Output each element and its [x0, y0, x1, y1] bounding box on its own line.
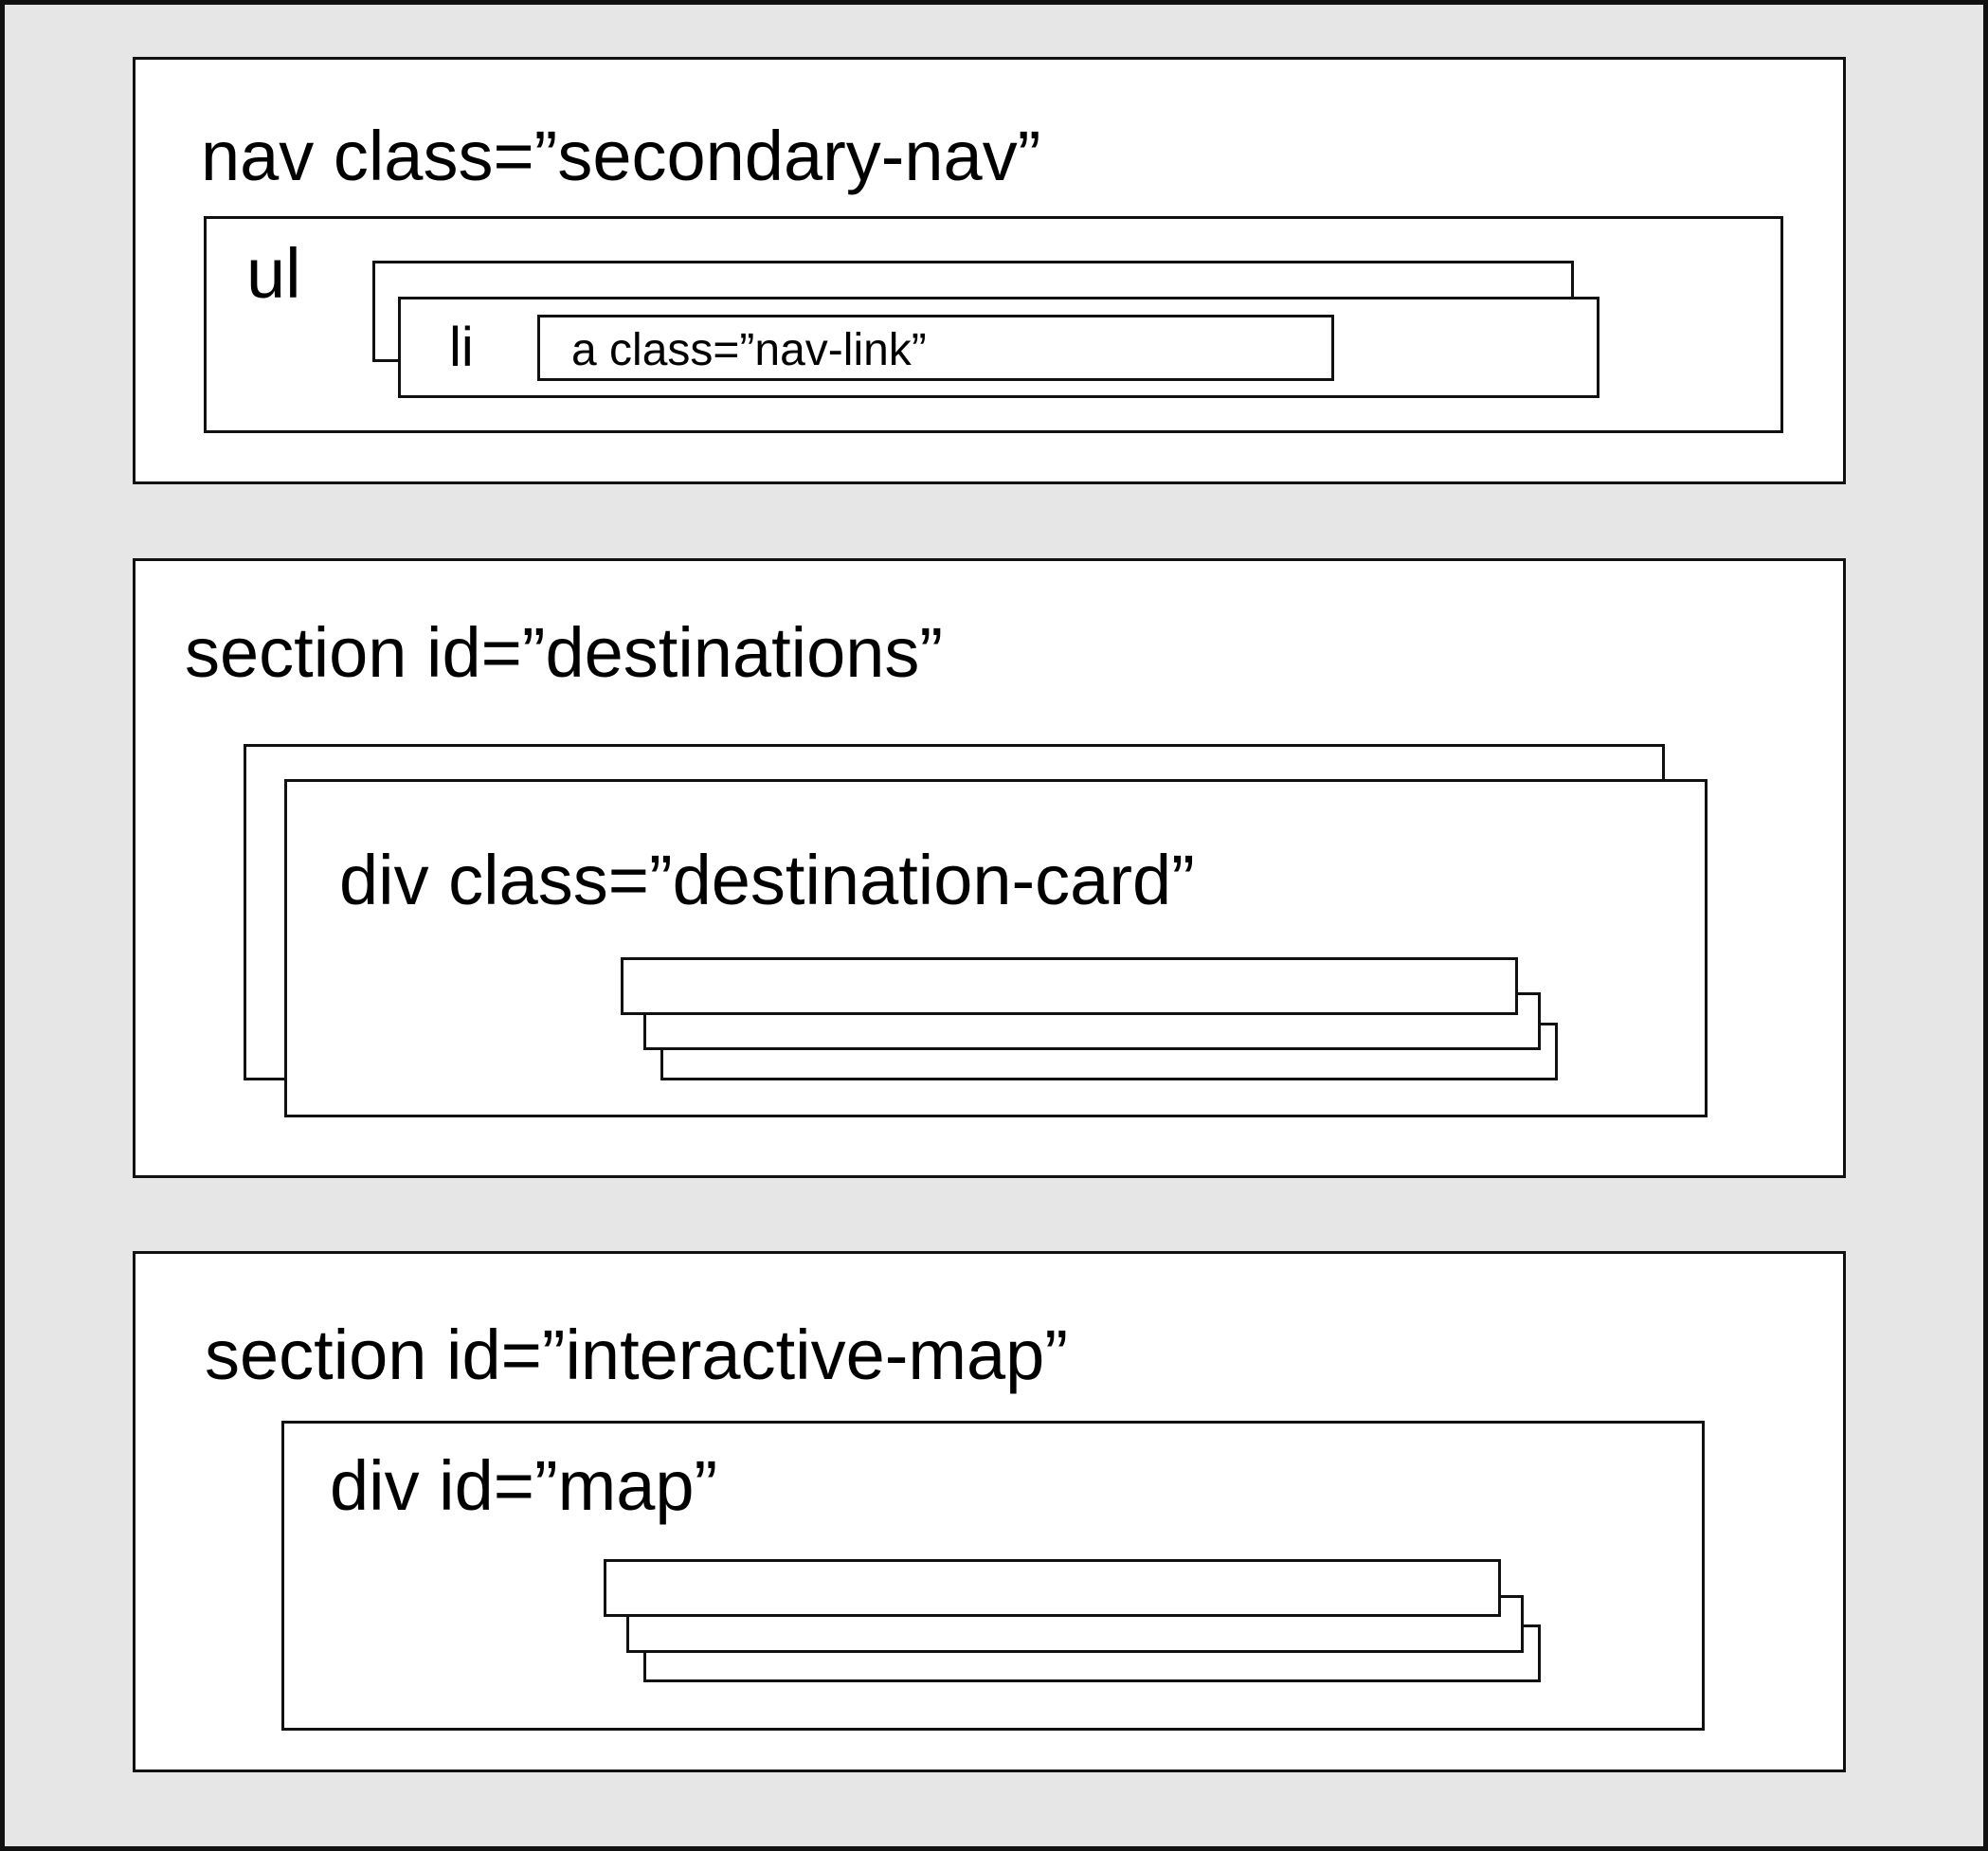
- destinations-section-label: section id=”destinations”: [185, 613, 944, 692]
- map-div-label: div id=”map”: [330, 1446, 718, 1525]
- nav-link-box: [537, 315, 1334, 381]
- ul-label: ul: [246, 234, 301, 313]
- card-content-layer-1: [621, 957, 1518, 1015]
- map-content-layer-1: [604, 1559, 1501, 1617]
- nav-secondary-label: nav class=”secondary-nav”: [201, 117, 1041, 195]
- nav-link-label: a class=”nav-link”: [571, 325, 927, 375]
- interactive-map-section-label: section id=”interactive-map”: [205, 1316, 1068, 1394]
- destination-card-label: div class=”destination-card”: [339, 841, 1195, 919]
- li-label: li: [449, 317, 474, 378]
